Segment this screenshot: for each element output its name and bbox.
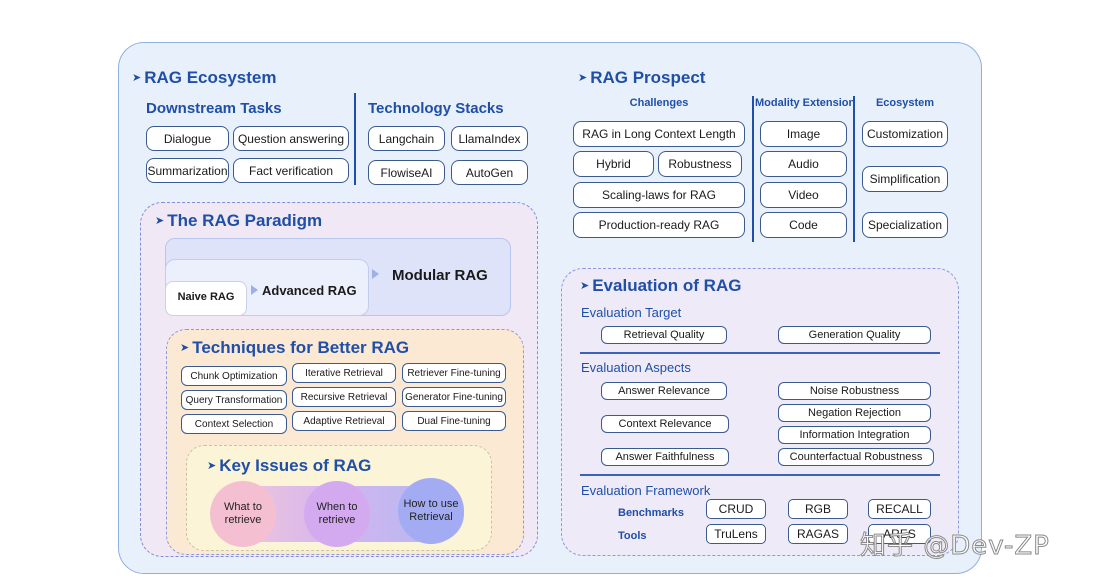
tool-trulens: TruLens — [706, 524, 766, 544]
eval-divider-2 — [580, 474, 940, 476]
task-dialogue: Dialogue — [146, 126, 229, 151]
naive-to-advanced-arrow — [251, 285, 258, 295]
watermark: 知乎 @Dev-ZP — [860, 531, 1050, 562]
aspect-answer-faithfulness: Answer Faithfulness — [601, 448, 729, 466]
technique-dual-fine-tuning: Dual Fine-tuning — [402, 411, 506, 431]
aspect-noise-robustness: Noise Robustness — [778, 382, 931, 400]
aspect-information-integration: Information Integration — [778, 426, 931, 444]
task-fact-verification: Fact verification — [233, 158, 349, 183]
technique-adaptive-retrieval: Adaptive Retrieval — [292, 411, 396, 431]
technique-chunk-optimization: Chunk Optimization — [181, 366, 287, 386]
downstream-title: Downstream Tasks — [146, 100, 282, 117]
advanced-rag-label: Advanced RAG — [262, 283, 357, 298]
modality-image: Image — [760, 121, 847, 147]
stack-langchain: Langchain — [368, 126, 445, 151]
challenge-long-context: RAG in Long Context Length — [573, 121, 745, 147]
prospect-ecosystem-title: Ecosystem — [875, 97, 935, 109]
ecosystem-title: ➤RAG Ecosystem — [132, 68, 277, 87]
stack-llamaindex: LlamaIndex — [451, 126, 528, 151]
stacks-title: Technology Stacks — [368, 100, 504, 117]
task-question-answering: Question answering — [233, 126, 349, 151]
challenge-hybrid: Hybrid — [573, 151, 654, 177]
prospect-title: ➤RAG Prospect — [578, 68, 706, 87]
aspect-answer-relevance: Answer Relevance — [601, 382, 727, 400]
technique-context-selection: Context Selection — [181, 414, 287, 434]
eval-divider-1 — [580, 352, 940, 354]
evaluation-title: ➤Evaluation of RAG — [580, 276, 742, 295]
eval-framework-title: Evaluation Framework — [581, 483, 711, 498]
naive-rag-label: Naive RAG — [177, 291, 235, 303]
challenges-title: Challenges — [629, 97, 689, 109]
technique-generator-fine-tuning: Generator Fine-tuning — [402, 387, 506, 407]
technique-iterative-retrieval: Iterative Retrieval — [292, 363, 396, 383]
key-issues-title: ➤Key Issues of RAG — [207, 456, 372, 475]
aspect-counterfactual-robustness: Counterfactual Robustness — [778, 448, 934, 466]
eco-specialization: Specialization — [862, 212, 948, 238]
technique-recursive-retrieval: Recursive Retrieval — [292, 387, 396, 407]
benchmarks-label: Benchmarks — [618, 507, 685, 519]
technique-query-transformation: Query Transformation — [181, 390, 287, 410]
issue-when-to-retrieve: When to retrieve — [304, 481, 370, 547]
modality-video: Video — [760, 182, 847, 208]
naive-rag-box — [165, 281, 247, 316]
aspect-negation-rejection: Negation Rejection — [778, 404, 931, 422]
advanced-to-modular-arrow — [372, 269, 379, 279]
issue-how-to-use-retrieval: How to use Retrieval — [398, 478, 464, 544]
challenge-production-ready: Production-ready RAG — [573, 212, 745, 238]
eval-target-title: Evaluation Target — [581, 305, 682, 320]
modality-audio: Audio — [760, 151, 847, 177]
tools-label: Tools — [618, 530, 647, 542]
modular-rag-label: Modular RAG — [392, 267, 488, 284]
issue-what-to-retrieve: What to retrieve — [210, 481, 276, 547]
paradigm-title: ➤The RAG Paradigm — [155, 211, 323, 230]
technique-retriever-fine-tuning: Retriever Fine-tuning — [402, 363, 506, 383]
task-summarization: Summarization — [146, 158, 229, 183]
benchmark-crud: CRUD — [706, 499, 766, 519]
eval-aspects-title: Evaluation Aspects — [581, 360, 691, 375]
ecosystem-divider — [354, 93, 356, 185]
benchmark-recall: RECALL — [868, 499, 931, 519]
prospect-divider-1 — [752, 96, 754, 242]
stack-autogen: AutoGen — [451, 160, 528, 185]
challenge-robustness: Robustness — [658, 151, 742, 177]
eco-customization: Customization — [862, 121, 948, 147]
techniques-title: ➤Techniques for Better RAG — [180, 338, 410, 357]
modality-title: Modality Extension — [755, 97, 856, 109]
stack-flowiseai: FlowiseAI — [368, 160, 445, 185]
challenge-scaling-laws: Scaling-laws for RAG — [573, 182, 745, 208]
modality-code: Code — [760, 212, 847, 238]
eco-simplification: Simplification — [862, 166, 948, 192]
target-retrieval-quality: Retrieval Quality — [601, 326, 727, 344]
prospect-divider-2 — [853, 96, 855, 242]
benchmark-rgb: RGB — [788, 499, 848, 519]
target-generation-quality: Generation Quality — [778, 326, 931, 344]
tool-ares: ARES — [868, 524, 931, 544]
tool-ragas: RAGAS — [788, 524, 848, 544]
aspect-context-relevance: Context Relevance — [601, 415, 729, 433]
